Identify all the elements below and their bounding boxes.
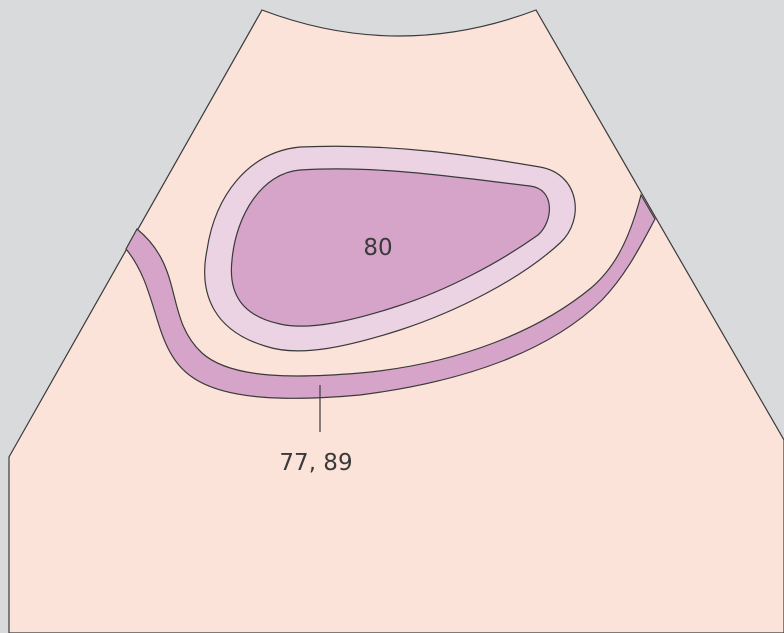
band-label: 77, 89 — [279, 450, 352, 476]
core-label: 80 — [363, 235, 392, 261]
